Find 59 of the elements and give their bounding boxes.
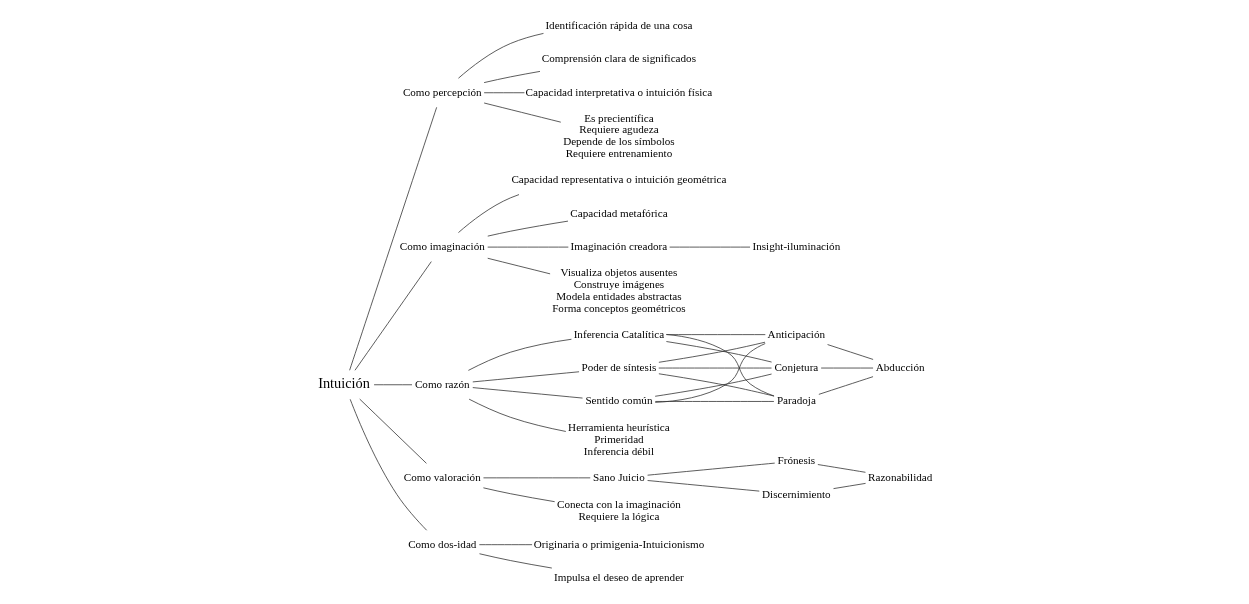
connector: [472, 371, 580, 383]
node-text: Impulsa el deseo de aprender: [554, 571, 684, 584]
node-text: Frónesis: [777, 454, 816, 467]
node-text: Imaginación creadora: [570, 240, 668, 253]
connector: [483, 71, 541, 83]
node-text: Discernimiento: [762, 487, 831, 500]
node-text: Paradoja: [776, 394, 816, 407]
node-text: Como percepción: [402, 85, 482, 98]
node-text: Inferencia Catalítica: [573, 327, 665, 340]
connector: [354, 261, 432, 371]
connector: [373, 384, 413, 386]
node-text: Conjetura: [774, 360, 819, 373]
connector: [647, 480, 760, 492]
node-text: Herramienta heurística Primeridad Inferencia débil: [568, 420, 670, 457]
node-text: Capacidad representativa o intuición geométrica: [511, 173, 727, 186]
node-text: Como valoración: [403, 470, 481, 483]
connector: [468, 338, 572, 371]
node-text: Visualiza objetos ausentes Construye imágenes Modela entidades abstractas Forma conceptos geométricos: [552, 265, 686, 314]
connector: [483, 102, 562, 123]
connector: [654, 401, 775, 402]
connector: [487, 257, 551, 275]
connector: [833, 483, 866, 489]
connector: [665, 334, 775, 397]
node-text: Insight-iluminación: [752, 240, 841, 253]
node-text: Poder de síntesis: [581, 360, 657, 373]
node-text: Intuición: [318, 375, 370, 392]
node-text: Sentido común: [585, 394, 653, 407]
node-text: Razonabilidad: [868, 470, 933, 483]
node-text: Originaria o primigenia-Intuicionismo: [533, 537, 705, 550]
connector: [479, 553, 553, 569]
connector: [349, 398, 428, 531]
connector: [654, 343, 766, 403]
node-text: Identificación rápida de una cosa: [545, 18, 693, 31]
node-text: Sano Juicio: [593, 470, 645, 483]
node-text: Capacidad metafórica: [570, 206, 668, 219]
node-text: Comprensión clara de significados: [541, 52, 697, 65]
node-text: Capacidad interpretativa o intuición física: [525, 85, 713, 98]
connector: [472, 387, 583, 399]
connector: [349, 106, 438, 371]
connector: [647, 462, 776, 476]
connector: [487, 220, 569, 237]
node-text: Abducción: [875, 360, 925, 373]
connector: [818, 376, 874, 395]
node-text: Como imaginación: [399, 240, 485, 253]
connector: [478, 544, 533, 546]
connector: [827, 344, 874, 360]
connector: [458, 33, 544, 79]
connector: [817, 464, 866, 473]
connector: [359, 398, 427, 464]
connector: [658, 367, 772, 369]
connector: [483, 92, 525, 94]
node-text: Como dos-idad: [408, 537, 477, 550]
node-text: Conecta con la imaginación Requiere la lógica: [556, 498, 681, 523]
node-text: Anticipación: [767, 327, 826, 340]
node-text: Es precientífica Requiere agudeza Depende de los símbolos Requiere entrenamiento: [563, 111, 675, 160]
connector: [468, 398, 567, 432]
connector: [458, 194, 520, 233]
node-text: Como razón: [414, 377, 470, 390]
connector: [483, 487, 556, 503]
